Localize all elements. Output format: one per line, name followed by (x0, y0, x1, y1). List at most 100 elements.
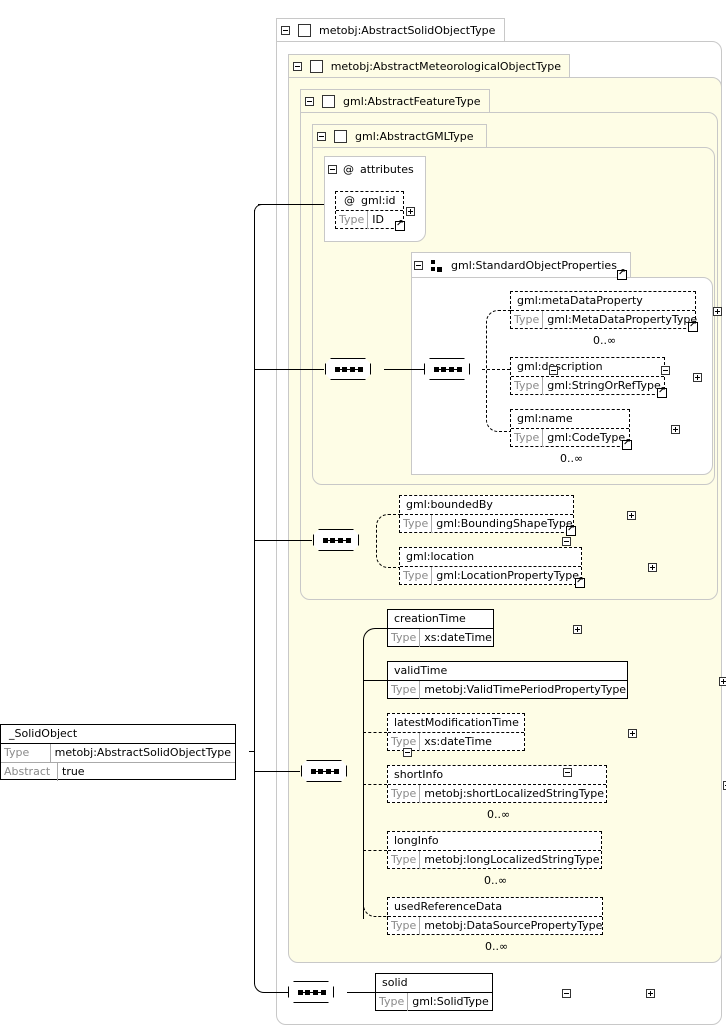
expand-icon[interactable] (670, 425, 680, 434)
type-value: ID (372, 213, 384, 226)
type-label: Type (388, 785, 421, 803)
sequence-compositor[interactable] (325, 358, 371, 380)
type-value: metobj:shortLocalizedStringType (424, 787, 604, 800)
element-name: validTime (388, 662, 627, 681)
checkbox-icon[interactable] (322, 95, 335, 108)
type-value: gml:LocationPropertyType (436, 569, 580, 582)
type-link-icon[interactable] (622, 438, 632, 450)
attributes-header[interactable]: @ attributes (328, 163, 414, 176)
expand-icon[interactable] (693, 373, 702, 382)
collapse-icon[interactable] (328, 165, 337, 174)
type-value: gml:StringOrRefType (547, 379, 661, 392)
element-name: gml:boundedBy (400, 496, 573, 515)
type-link-icon[interactable] (575, 576, 585, 588)
collapse-icon[interactable] (281, 26, 290, 35)
checkbox-icon[interactable] (334, 130, 347, 143)
collapse-icon[interactable] (562, 537, 571, 546)
type-label: Type (388, 733, 421, 751)
connector-line (363, 900, 388, 917)
standard-object-properties-header[interactable]: gml:StandardObjectProperties (414, 259, 617, 272)
element-name: gml:id (361, 194, 396, 207)
connector-line (363, 850, 387, 851)
expand-icon[interactable] (712, 307, 722, 316)
tab-abstract-feature-type[interactable]: gml:AbstractFeatureType (300, 89, 490, 113)
tab-abstract-solid-object-type[interactable]: metobj:AbstractSolidObjectType (276, 18, 505, 42)
expand-icon[interactable] (628, 729, 637, 738)
collapse-icon[interactable] (414, 261, 423, 270)
element-name: gml:metaDataProperty (511, 292, 695, 311)
type-label: Type (400, 515, 433, 533)
type-link-icon[interactable] (395, 219, 405, 231)
collapse-icon[interactable] (549, 366, 558, 375)
connector-line (249, 751, 255, 752)
sequence-compositor[interactable] (424, 358, 470, 380)
expand-icon[interactable] (718, 677, 726, 686)
occurrence-label: 0..∞ (487, 808, 511, 821)
checkbox-icon[interactable] (298, 24, 311, 37)
connector-line (254, 369, 324, 370)
collapse-icon[interactable] (317, 132, 326, 141)
tab-label: metobj:AbstractSolidObjectType (319, 24, 496, 37)
tab-abstract-meteorological-object-type[interactable]: metobj:AbstractMeteorologicalObjectType (288, 54, 570, 78)
element-name: latestModificationTime (388, 714, 524, 733)
occurrence-label: 0..∞ (484, 874, 508, 887)
type-link-icon[interactable] (617, 268, 627, 280)
type-link-icon[interactable] (688, 320, 698, 332)
abstract-value: true (62, 765, 85, 778)
collapse-icon[interactable] (562, 989, 571, 998)
connector-line (258, 204, 324, 205)
collapse-icon[interactable] (660, 366, 670, 375)
connector-line (363, 784, 387, 785)
connector-line (363, 628, 388, 919)
tab-abstract-gml-type[interactable]: gml:AbstractGMLType (312, 124, 487, 148)
connector-line (254, 210, 255, 984)
type-label: Type (511, 377, 544, 395)
type-value: gml:CodeType (547, 431, 626, 444)
tab-label: metobj:AbstractMeteorologicalObjectType (330, 60, 561, 73)
sequence-compositor[interactable] (301, 760, 347, 782)
element-name: gml:description (511, 358, 664, 377)
type-label: Type (376, 993, 409, 1011)
type-label: Type (511, 311, 544, 329)
connector-line (363, 680, 387, 681)
type-label: Type (400, 567, 433, 585)
sequence-compositor[interactable] (288, 981, 334, 1003)
at-icon: @ (343, 163, 354, 176)
connector-line (486, 310, 511, 432)
type-value: gml:BoundingShapeType (436, 517, 573, 530)
type-value: gml:SolidType (412, 995, 489, 1008)
type-value: metobj:DataSourcePropertyType (424, 919, 603, 932)
collapse-icon[interactable] (402, 748, 412, 757)
occurrence-label: 0..∞ (485, 940, 509, 953)
abstract-label: Abstract (1, 763, 58, 781)
type-link-icon[interactable] (657, 386, 667, 398)
sequence-compositor[interactable] (313, 529, 359, 551)
connector-line (482, 369, 510, 371)
collapse-icon[interactable] (305, 97, 314, 106)
expand-icon[interactable] (573, 625, 582, 634)
occurrence-label: 0..∞ (560, 452, 584, 465)
type-link-icon[interactable] (566, 524, 576, 536)
expand-icon[interactable] (646, 989, 655, 998)
collapse-icon[interactable] (293, 62, 302, 71)
expand-icon[interactable] (627, 511, 636, 520)
expand-icon[interactable] (722, 781, 726, 790)
checkbox-icon[interactable] (309, 60, 323, 73)
expand-icon[interactable] (647, 563, 657, 572)
collapse-icon[interactable] (562, 768, 572, 777)
expand-icon[interactable] (406, 207, 415, 216)
